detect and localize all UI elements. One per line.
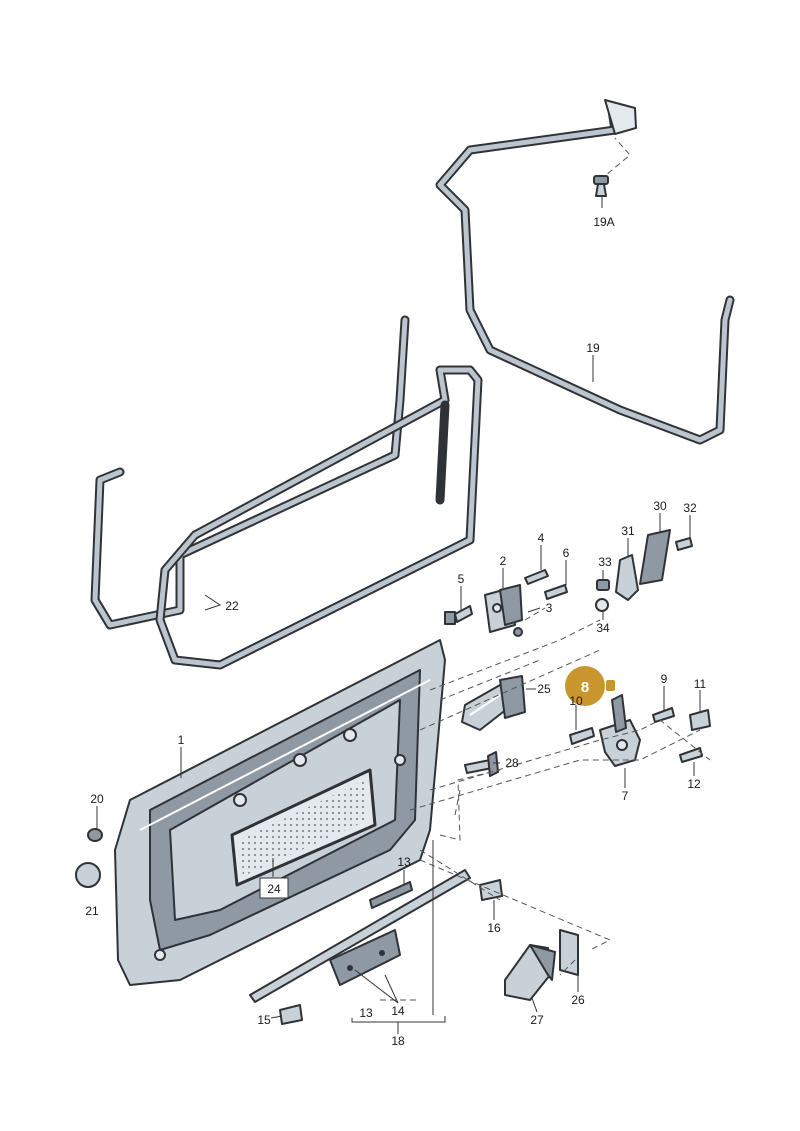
- label-6[interactable]: 6: [563, 546, 570, 560]
- part-24-sound-pad: [230, 768, 377, 887]
- part-20-plug: [87, 828, 103, 842]
- label-11[interactable]: 11: [694, 677, 707, 691]
- label-32[interactable]: 32: [683, 501, 697, 515]
- part-11-bolt: [689, 709, 711, 731]
- label-4[interactable]: 4: [538, 531, 545, 545]
- part-10-screw: [569, 727, 595, 745]
- label-30[interactable]: 30: [653, 499, 667, 513]
- label-2[interactable]: 2: [500, 554, 507, 568]
- highlight-circle: [565, 666, 605, 706]
- part-26-bracket: [559, 929, 579, 976]
- label-13-lower[interactable]: 13: [359, 1006, 373, 1020]
- label-13-upper[interactable]: 13: [397, 855, 411, 869]
- part-19a-screw: [593, 137, 631, 197]
- highlight-callout-8[interactable]: 8: [565, 666, 615, 706]
- part-27-bracket: [504, 944, 556, 1001]
- label-1[interactable]: 1: [178, 733, 185, 747]
- label-24-box: [259, 877, 289, 899]
- part-28-rivet: [464, 751, 499, 777]
- part-32-screw: [675, 537, 693, 551]
- highlight-label: 8: [581, 679, 589, 696]
- label-10[interactable]: 10: [569, 694, 583, 708]
- label-12[interactable]: 12: [687, 777, 701, 791]
- part-7-lock: [599, 694, 641, 767]
- leader-lines: [96, 197, 701, 1034]
- part-19-frame-seal: [435, 99, 735, 445]
- part-3-dash: [524, 607, 546, 621]
- part-33-screw: [596, 579, 610, 591]
- part-4-screw: [524, 569, 549, 585]
- label-15[interactable]: 15: [257, 1013, 271, 1027]
- part-5-screw: [444, 605, 473, 625]
- highlight-tag: [606, 680, 615, 691]
- part-6-bolt: [544, 584, 568, 600]
- label-3[interactable]: 3: [546, 601, 553, 615]
- part-12-screw: [679, 747, 703, 763]
- label-19a[interactable]: 19A: [593, 215, 614, 229]
- label-24[interactable]: 24: [267, 882, 281, 896]
- part-15-screw: [279, 1004, 303, 1025]
- label-5[interactable]: 5: [458, 572, 465, 586]
- label-22[interactable]: 22: [225, 599, 239, 613]
- label-34[interactable]: 34: [596, 621, 610, 635]
- assembly-lines: [380, 619, 711, 1001]
- part-16-screw: [479, 879, 503, 901]
- label-21[interactable]: 21: [85, 904, 99, 918]
- label-16[interactable]: 16: [487, 921, 501, 935]
- label-14[interactable]: 14: [391, 1004, 405, 1018]
- label-25[interactable]: 25: [537, 682, 551, 696]
- part-25-check-strap: [461, 675, 526, 731]
- label-33[interactable]: 33: [598, 555, 612, 569]
- part-34-washer: [595, 598, 609, 612]
- part-labels: 19A 19 1 2 3 4 5 6 7 9 10 11 12 13 13 14…: [85, 215, 706, 1048]
- part-9-screw: [652, 707, 675, 723]
- label-18[interactable]: 18: [391, 1034, 405, 1048]
- part-13-strip: [369, 881, 413, 909]
- label-7[interactable]: 7: [622, 789, 629, 803]
- label-28[interactable]: 28: [505, 756, 519, 770]
- label-27[interactable]: 27: [530, 1013, 544, 1027]
- label-20[interactable]: 20: [90, 792, 104, 806]
- part-21-plug: [75, 862, 101, 888]
- part-31-bracket: [615, 554, 639, 601]
- label-26[interactable]: 26: [571, 993, 585, 1007]
- part-22-window-seals: [90, 315, 483, 670]
- part-2-hinge: [484, 584, 523, 637]
- label-9[interactable]: 9: [661, 672, 668, 686]
- part-14-channel: [249, 869, 471, 1003]
- label-31[interactable]: 31: [621, 524, 635, 538]
- label-19[interactable]: 19: [586, 341, 600, 355]
- part-30-cover: [639, 529, 671, 585]
